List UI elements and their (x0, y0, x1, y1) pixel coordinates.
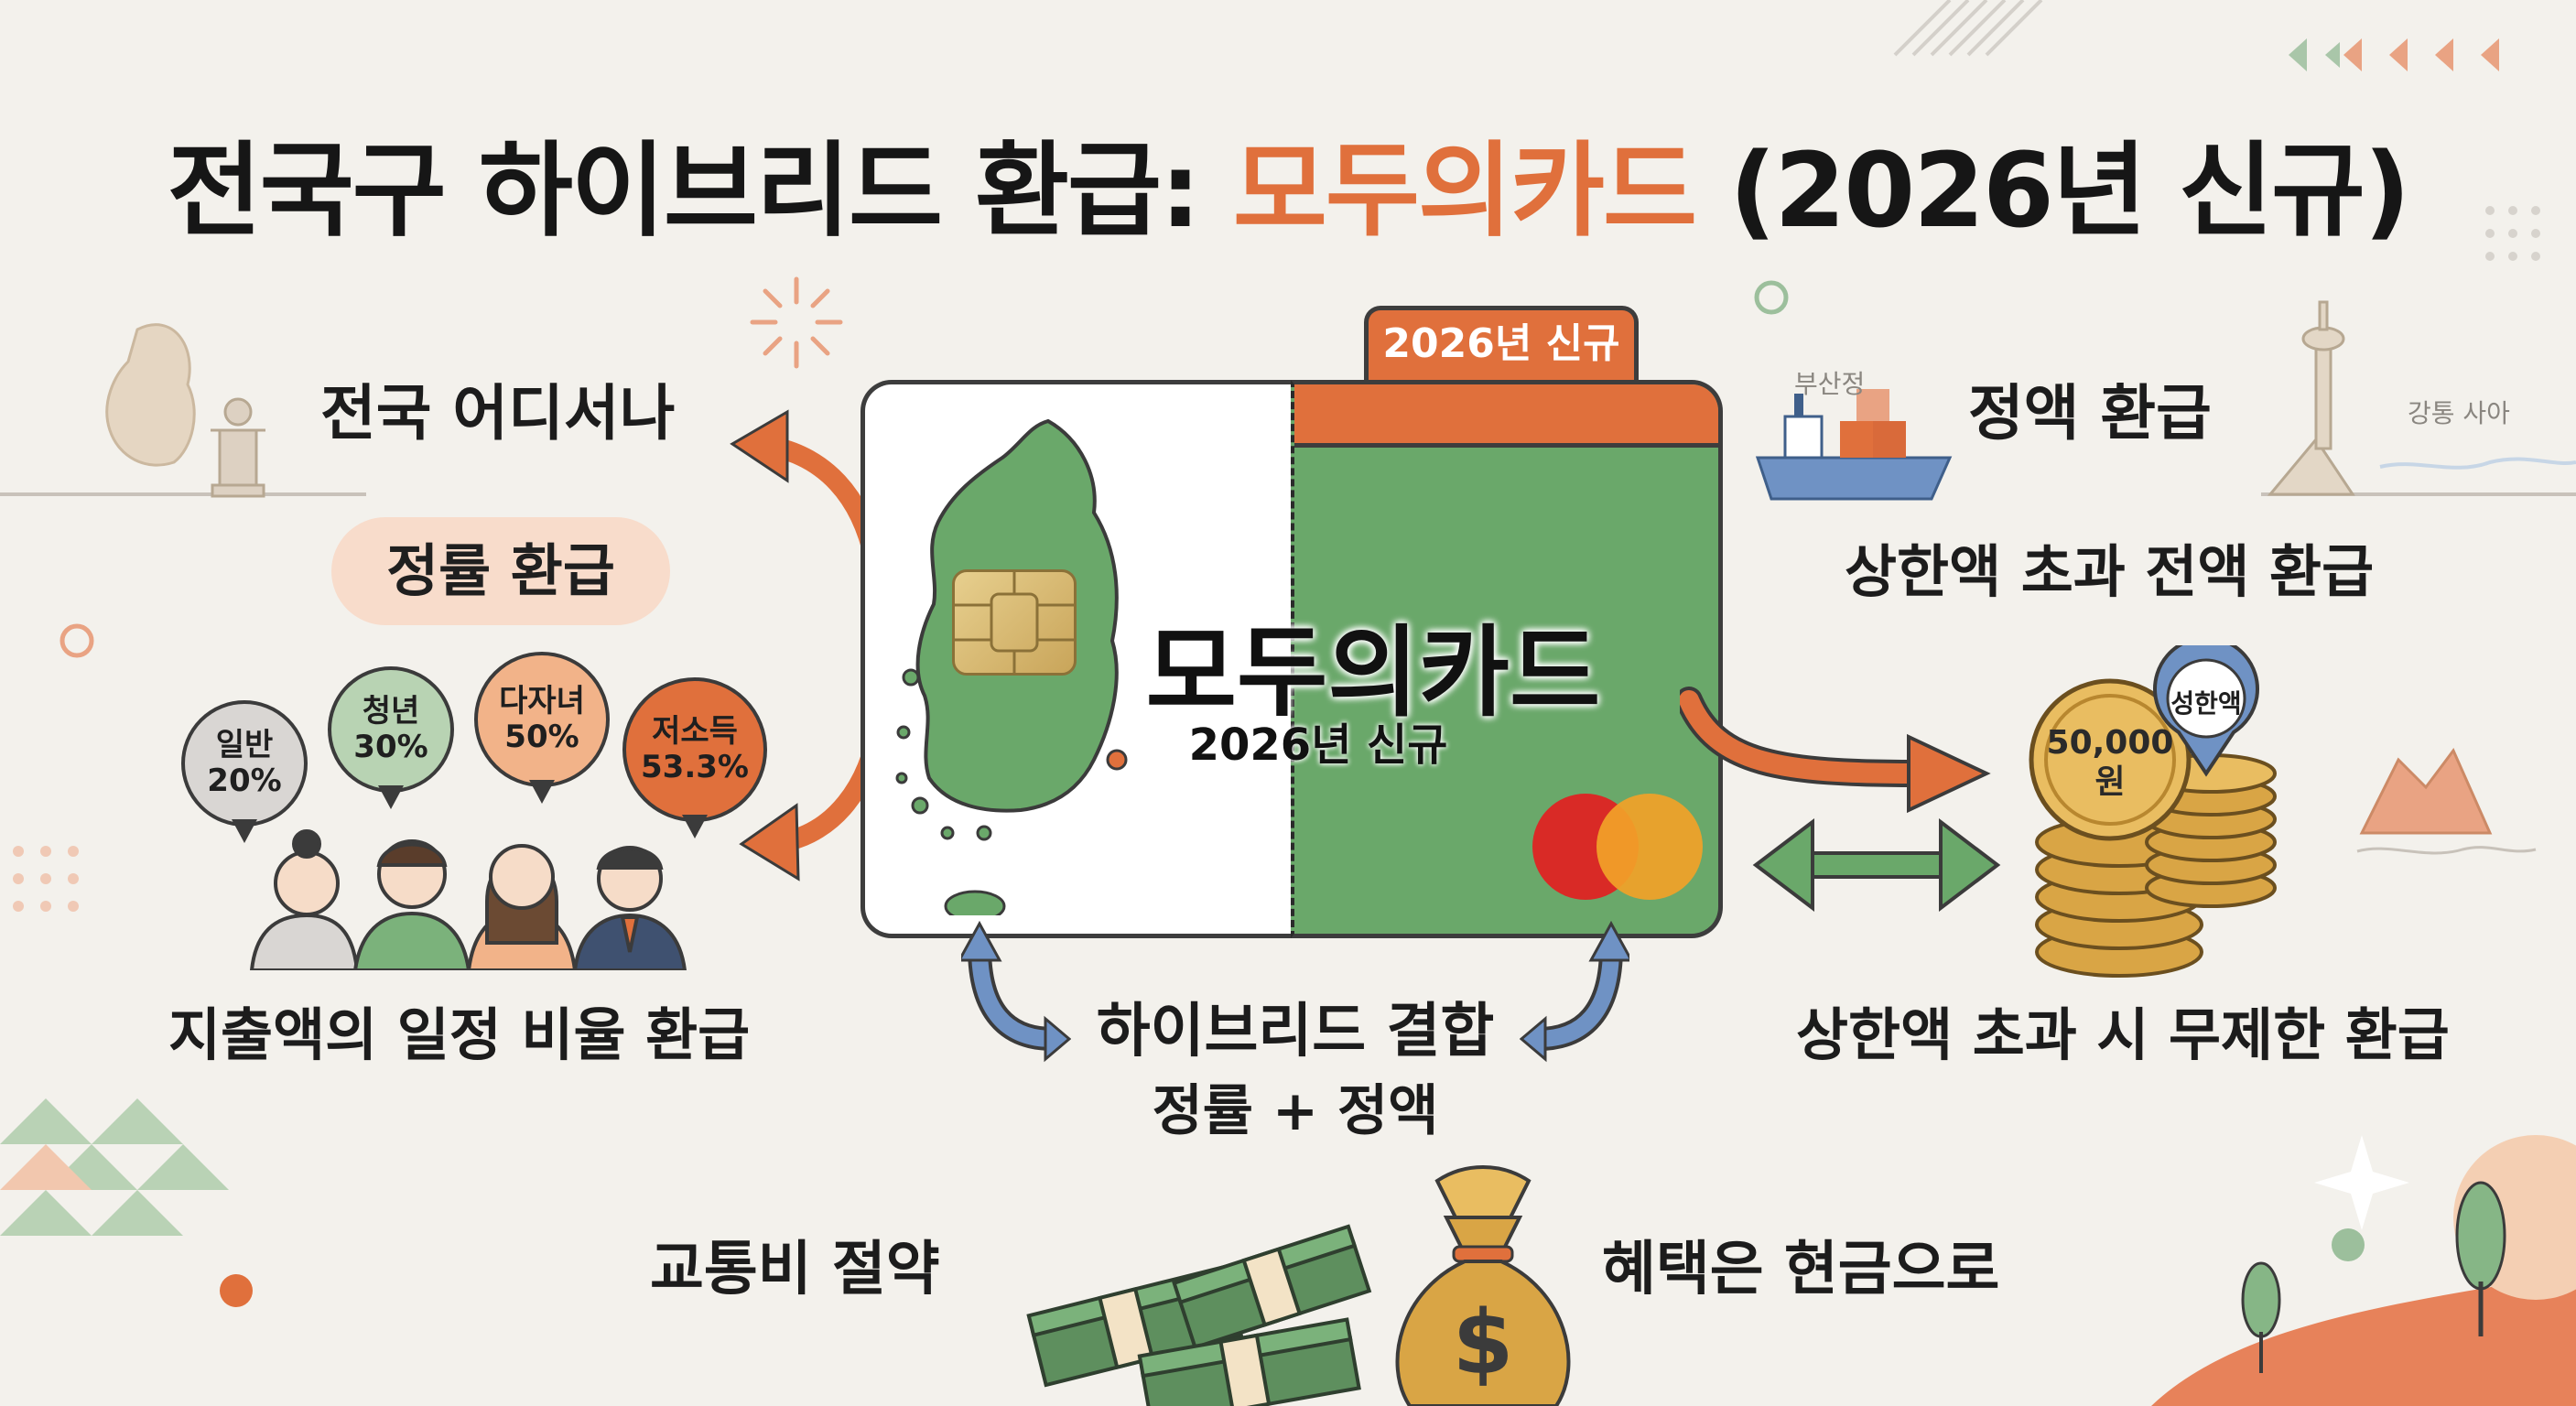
cash-stack-icon (1026, 1224, 1372, 1406)
location-pin-icon (2153, 645, 2259, 777)
fixed-refund-description: 상한액 초과 전액 환급 (1845, 538, 2375, 605)
dollar-sign-icon: $ (1453, 1292, 1514, 1394)
ship-label: 부산정 (1794, 369, 1866, 399)
card-right-half (1291, 380, 1723, 938)
korea-map-icon (105, 323, 196, 467)
card-top-band (1294, 384, 1718, 448)
bubble-youth: 청년 30% (328, 666, 454, 793)
title-accent: 모두의카드 (1232, 132, 1697, 251)
double-arrow-icon (1752, 817, 2001, 913)
mountain-icon (2359, 748, 2493, 835)
limit-badge: 성한액 (2170, 688, 2242, 719)
bubble-low-income: 저소득 53.3% (622, 677, 767, 822)
card-name: 모두의카드 (1145, 616, 1601, 730)
cargo-ship-icon (1755, 389, 1953, 501)
cash-benefit-label: 혜택은 현금으로 (1602, 1236, 2000, 1303)
coin-stack-icon (2029, 678, 2277, 978)
ring-decoration (60, 623, 94, 658)
hybrid-formula: 정률 + 정액 (1152, 1079, 1439, 1143)
arrow-right-icon (1680, 687, 1991, 814)
hybrid-title: 하이브리드 결합 (1096, 998, 1495, 1065)
ring-decoration (1754, 280, 1789, 315)
money-bag-icon: $ (1395, 1165, 1571, 1406)
bubble-general: 일반 20% (181, 700, 308, 827)
coin-value: 50,000 원 (2046, 724, 2174, 802)
tree-icon (2241, 1181, 2506, 1373)
chevron-decoration (2343, 38, 2499, 71)
new-2026-tag: 2026년 신규 (1364, 306, 1639, 381)
arrow-curve-right-icon (1520, 920, 1629, 1063)
fixed-refund-title: 정액 환급 (1968, 378, 2212, 449)
bubble-multi-child: 다자녀 50% (474, 652, 610, 787)
tower-icon (2267, 300, 2355, 496)
card-network-logo-icon (1532, 794, 1703, 900)
sparkle-icon (750, 276, 843, 369)
rate-refund-pill: 정률 환급 (331, 517, 670, 625)
page-title: 전국구 하이브리드 환급: 모두의카드 (2026년 신규) (167, 132, 2411, 251)
nationwide-label: 전국 어디서나 (320, 378, 676, 449)
statue-icon (211, 397, 265, 498)
unlimited-refund-label: 상한액 초과 시 무제한 환급 (1796, 1001, 2450, 1068)
sparkle-icon (2314, 1135, 2409, 1230)
tower-label: 강통 사아 (2408, 398, 2510, 428)
card-subtitle: 2026년 신규 (1188, 719, 1448, 771)
rate-description: 지출액의 일정 비율 환급 (168, 1001, 751, 1068)
transport-saving-label: 교통비 절약 (650, 1236, 940, 1303)
card-chip-icon (952, 569, 1077, 676)
arrow-curve-left-icon (961, 920, 1071, 1063)
people-group (249, 829, 687, 970)
